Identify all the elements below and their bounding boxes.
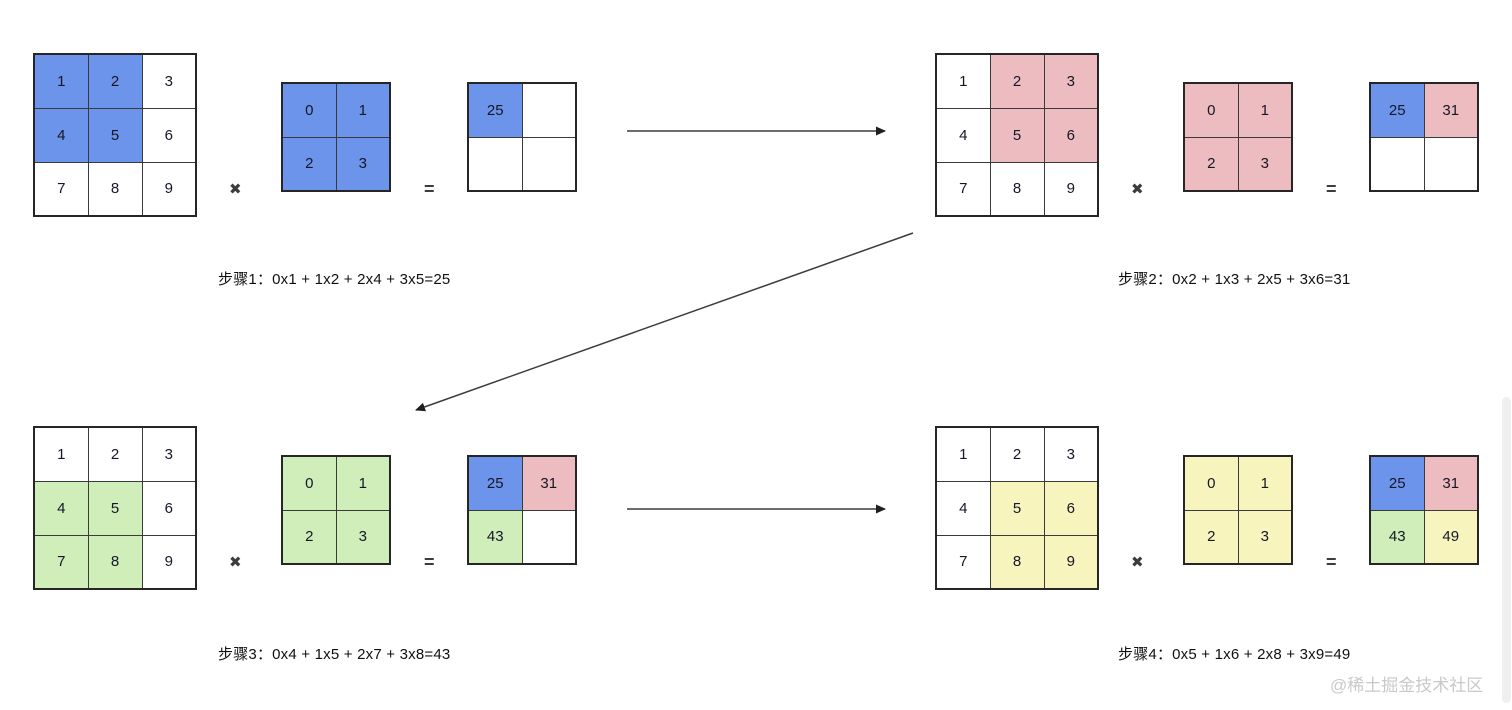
matrix-cell — [521, 82, 577, 138]
matrix-cell: 4 — [935, 107, 991, 163]
step-4-caption: 步骤4：0x5 + 1x6 + 2x8 + 3x9=49 — [1118, 646, 1351, 663]
matrix-cell: 25 — [467, 455, 523, 511]
multiply-operator: ✖ — [229, 554, 242, 571]
matrix-cell — [521, 509, 577, 565]
matrix-cell: 43 — [467, 509, 523, 565]
matrix-cell: 2 — [1183, 136, 1239, 192]
matrix-cell: 2 — [87, 53, 143, 109]
matrix-cell: 2 — [989, 53, 1045, 109]
matrix-cell: 3 — [1043, 426, 1099, 482]
matrix-cell: 5 — [87, 107, 143, 163]
matrix-cell: 1 — [335, 82, 391, 138]
matrix-cell: 0 — [1183, 455, 1239, 511]
matrix-cell: 1 — [1237, 82, 1293, 138]
matrix-cell: 3 — [141, 53, 197, 109]
matrix-cell: 25 — [1369, 82, 1425, 138]
matrix-cell: 0 — [281, 455, 337, 511]
juejin-watermark: @稀土掘金技术社区 — [1330, 676, 1484, 695]
matrix-cell — [1369, 136, 1425, 192]
matrix-cell: 25 — [467, 82, 523, 138]
matrix-cell: 7 — [935, 534, 991, 590]
matrix-cell: 8 — [989, 534, 1045, 590]
matrix-cell: 1 — [1237, 455, 1293, 511]
step-2-caption: 步骤2：0x2 + 1x3 + 2x5 + 3x6=31 — [1118, 271, 1351, 288]
matrix-cell: 9 — [141, 161, 197, 217]
multiply-operator: ✖ — [1131, 181, 1144, 198]
matrix-cell: 2 — [281, 509, 337, 565]
matrix-cell: 8 — [87, 161, 143, 217]
matrix-cell: 3 — [1237, 509, 1293, 565]
matrix-cell: 6 — [1043, 480, 1099, 536]
matrix-cell: 3 — [1237, 136, 1293, 192]
matrix-cell: 1 — [33, 426, 89, 482]
matrix-cell: 31 — [521, 455, 577, 511]
matrix-cell: 6 — [1043, 107, 1099, 163]
step-1-caption: 步骤1：0x1 + 1x2 + 2x4 + 3x5=25 — [218, 271, 451, 288]
matrix-cell — [467, 136, 523, 192]
matrix-cell: 31 — [1423, 82, 1479, 138]
matrix-cell: 2 — [1183, 509, 1239, 565]
matrix-cell: 3 — [335, 136, 391, 192]
matrix-cell: 31 — [1423, 455, 1479, 511]
matrix-cell: 1 — [335, 455, 391, 511]
matrix-cell: 3 — [1043, 53, 1099, 109]
equals-operator: = — [1326, 179, 1337, 199]
matrix-cell: 43 — [1369, 509, 1425, 565]
matrix-cell: 1 — [935, 426, 991, 482]
multiply-operator: ✖ — [1131, 554, 1144, 571]
matrix-cell: 9 — [1043, 534, 1099, 590]
equals-operator: = — [424, 552, 435, 572]
matrix-cell: 6 — [141, 480, 197, 536]
matrix-cell: 5 — [989, 480, 1045, 536]
matrix-cell: 7 — [33, 161, 89, 217]
matrix-cell: 7 — [935, 161, 991, 217]
matrix-cell: 0 — [281, 82, 337, 138]
matrix-cell: 1 — [33, 53, 89, 109]
matrix-cell: 9 — [1043, 161, 1099, 217]
matrix-cell: 5 — [87, 480, 143, 536]
matrix-cell — [1423, 136, 1479, 192]
multiply-operator: ✖ — [229, 181, 242, 198]
equals-operator: = — [1326, 552, 1337, 572]
matrix-cell: 7 — [33, 534, 89, 590]
matrix-cell: 2 — [989, 426, 1045, 482]
equals-operator: = — [424, 179, 435, 199]
matrix-cell: 2 — [281, 136, 337, 192]
matrix-cell: 25 — [1369, 455, 1425, 511]
scrollbar-thumb[interactable] — [1502, 397, 1511, 703]
matrix-cell — [521, 136, 577, 192]
matrix-cell: 6 — [141, 107, 197, 163]
matrix-cell: 8 — [87, 534, 143, 590]
result-matrix: 25 — [467, 82, 577, 192]
matrix-cell: 4 — [33, 107, 89, 163]
matrix-cell: 3 — [141, 426, 197, 482]
arrow-step2-to-step3 — [415, 232, 914, 412]
matrix-cell: 8 — [989, 161, 1045, 217]
matrix-cell: 5 — [989, 107, 1045, 163]
matrix-cell: 4 — [33, 480, 89, 536]
step-3-caption: 步骤3：0x4 + 1x5 + 2x7 + 3x8=43 — [218, 646, 451, 663]
matrix-cell: 9 — [141, 534, 197, 590]
matrix-cell: 4 — [935, 480, 991, 536]
matrix-cell: 0 — [1183, 82, 1239, 138]
matrix-cell: 49 — [1423, 509, 1479, 565]
matrix-cell: 2 — [87, 426, 143, 482]
matrix-cell: 1 — [935, 53, 991, 109]
matrix-cell: 3 — [335, 509, 391, 565]
